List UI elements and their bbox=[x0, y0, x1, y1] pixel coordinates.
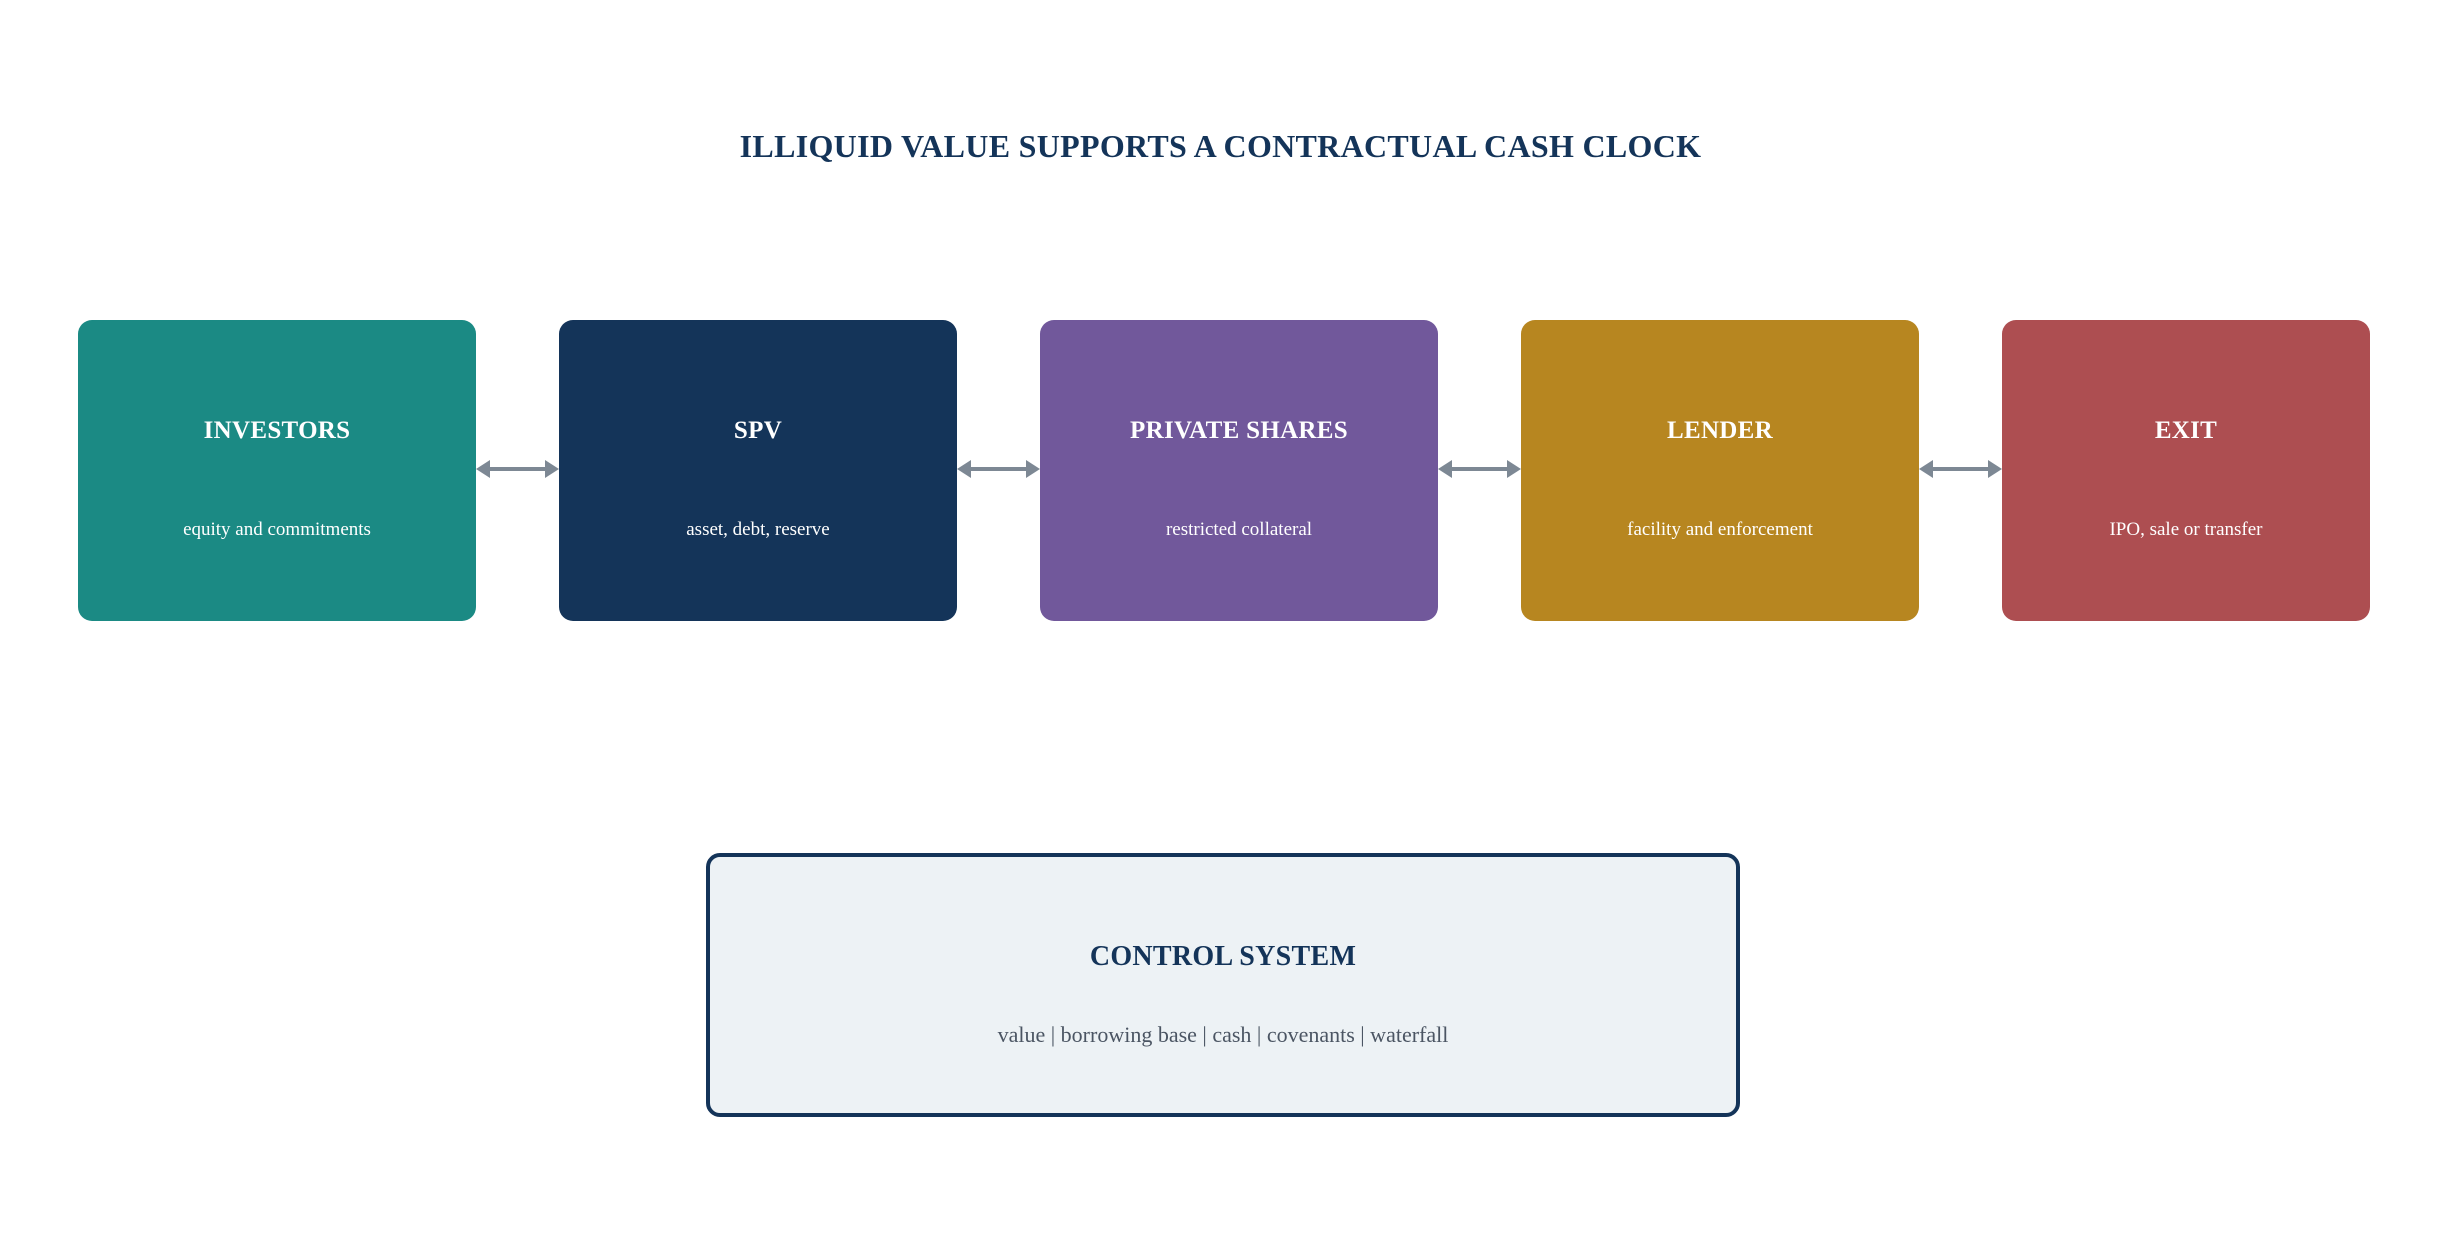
node-exit-sub: IPO, sale or transfer bbox=[2109, 519, 2263, 540]
node-spv: SPV asset, debt, reserve bbox=[559, 320, 957, 621]
node-private-shares-label: PRIVATE SHARES bbox=[1130, 417, 1348, 444]
node-exit: EXIT IPO, sale or transfer bbox=[2002, 320, 2370, 621]
control-system-title: CONTROL SYSTEM bbox=[1089, 941, 1357, 972]
node-investors-label: INVESTORS bbox=[203, 417, 351, 444]
node-lender: LENDER facility and enforcement bbox=[1521, 320, 1919, 621]
node-private-shares: PRIVATE SHARES restricted collateral bbox=[1040, 320, 1438, 621]
node-investors-sub: equity and commitments bbox=[183, 519, 371, 540]
node-spv-label: SPV bbox=[733, 417, 783, 444]
node-investors: INVESTORS equity and commitments bbox=[78, 320, 476, 621]
arrow-spv-private-shares bbox=[957, 460, 1040, 478]
node-lender-label: LENDER bbox=[1667, 417, 1773, 444]
node-spv-sub: asset, debt, reserve bbox=[686, 519, 830, 540]
arrow-investors-spv bbox=[476, 460, 559, 478]
arrow-lender-exit bbox=[1919, 460, 2002, 478]
node-lender-sub: facility and enforcement bbox=[1627, 519, 1813, 540]
diagram-title: ILLIQUID VALUE SUPPORTS A CONTRACTUAL CA… bbox=[739, 128, 1702, 164]
control-system-sub: value | borrowing base | cash | covenant… bbox=[997, 1022, 1449, 1047]
control-system-box: CONTROL SYSTEM value | borrowing base | … bbox=[706, 853, 1740, 1117]
node-private-shares-sub: restricted collateral bbox=[1165, 519, 1313, 540]
arrow-private-shares-lender bbox=[1438, 460, 1521, 478]
node-exit-label: EXIT bbox=[2154, 417, 2218, 444]
